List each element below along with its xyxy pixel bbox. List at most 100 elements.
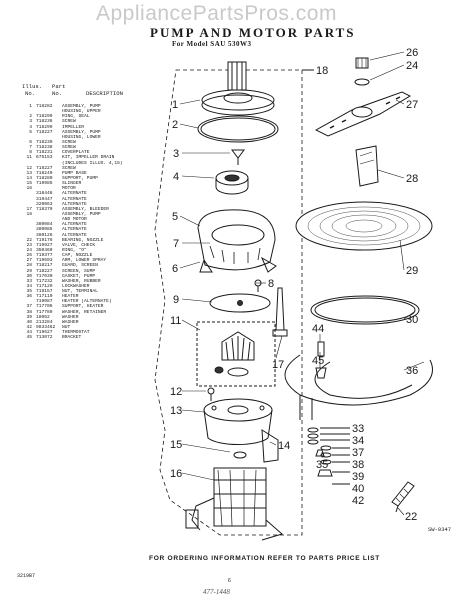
callout-11: 11 — [170, 315, 181, 327]
illus-number: 14 — [26, 175, 32, 181]
callout-22: 22 — [405, 511, 417, 523]
screw-12 — [207, 387, 215, 401]
callout-29: 29 — [406, 265, 418, 277]
callout-42: 42 — [352, 495, 364, 507]
parts-row: HOUSING, LOWER — [22, 135, 147, 140]
assembly-outline — [154, 69, 303, 536]
illus-number: 40 — [26, 319, 32, 325]
callout-3: 3 — [173, 148, 179, 160]
part-number: 718227 — [36, 129, 53, 135]
part-description: HOUSING, UPPER — [62, 109, 101, 115]
callout-2: 2 — [172, 119, 178, 131]
illus-number: 13 — [26, 170, 32, 176]
part-number: 717030 — [36, 273, 53, 279]
page-subtitle: For Model SAU 530W3 — [172, 40, 252, 48]
part-description: SCREW — [62, 119, 76, 125]
parts-row: 318448 ALTERNATE — [22, 191, 147, 196]
illus-number: 22 — [26, 237, 32, 243]
part-number: 719927 — [36, 242, 53, 248]
part-number: 718227 — [36, 268, 53, 274]
part-description: CAP, NOZZLE — [62, 253, 93, 259]
part-description: GASKET, PUMP — [62, 273, 96, 279]
callout-9: 9 — [173, 294, 179, 306]
part-number: 319447 — [36, 196, 53, 202]
motor — [185, 467, 284, 541]
seal-ring — [197, 115, 279, 143]
terminal-nut — [315, 449, 325, 457]
drawing-code: SW-0347 — [428, 526, 452, 533]
impeller-kit-box — [196, 321, 276, 387]
parts-row: HOUSING, UPPER — [22, 109, 147, 114]
page-title: PUMP AND MOTOR PARTS — [150, 25, 356, 40]
part-description: BEARING, NOZZLE — [62, 237, 104, 243]
part-number: 718379 — [36, 206, 53, 212]
part-description: SUPPORT, PUMP — [62, 175, 98, 181]
illus-number: 36 — [26, 294, 32, 300]
part-description: ALTERNATE — [62, 232, 87, 238]
part-description: SCREEN, SUMP — [62, 268, 96, 274]
part-description: WASHER, RETAINER — [62, 309, 107, 315]
illus-number: 29 — [26, 268, 32, 274]
part-description: AND MOTOR — [62, 217, 87, 223]
callout-36: 36 — [406, 365, 418, 377]
illus-number: 4 — [29, 124, 32, 130]
illus-number: 24 — [26, 247, 32, 253]
page-number: 6 — [228, 578, 231, 584]
callout-45: 45 — [312, 355, 324, 367]
parts-row: (INCLUDES ILLUS. 4,15) — [22, 161, 147, 166]
callout-16: 16 — [170, 468, 182, 480]
drain-impeller — [214, 331, 255, 377]
illus-number: 23 — [26, 242, 32, 248]
part-description: SUPPORT, HEATER — [62, 304, 104, 310]
illus-number: 3 — [29, 119, 32, 125]
part-description: SCREW — [62, 139, 76, 145]
illus-number: 6 — [29, 139, 32, 145]
part-number: 717706 — [36, 304, 53, 310]
callout-7: 7 — [173, 238, 179, 250]
pump-base — [203, 398, 273, 445]
header-illus: Illus. — [22, 83, 43, 90]
parts-row: AND MOTOR — [22, 217, 147, 222]
illus-number: 12 — [26, 165, 32, 171]
illus-number: 42 — [26, 325, 32, 331]
part-number: 9833462 — [36, 325, 56, 331]
impeller — [215, 170, 249, 195]
part-number: 718231 — [36, 150, 53, 156]
part-description: MOTOR — [62, 186, 76, 192]
illus-number: 7 — [29, 145, 32, 151]
lower-housing — [197, 209, 277, 273]
part-description: COVERPLATE — [62, 150, 90, 156]
illus-number: 5 — [29, 129, 32, 135]
handwritten-note: 477-1448 — [203, 588, 230, 596]
callout-4: 4 — [173, 171, 179, 183]
part-description: IMPELLER — [62, 124, 85, 130]
part-description: ALTERNATE — [62, 191, 87, 197]
part-number: 717129 — [36, 283, 53, 289]
part-description: PUMP BASE — [62, 170, 87, 176]
callout-34: 34 — [352, 435, 364, 447]
part-number: 318448 — [36, 191, 53, 197]
callout-1: 1 — [172, 99, 178, 111]
part-description: (INCLUDES ILLUS. 4,15) — [62, 160, 123, 166]
watermark: AppliancePartsPros.com — [96, 2, 337, 25]
illus-number: 34 — [26, 283, 32, 289]
callout-30: 30 — [406, 314, 418, 326]
screen-guard — [355, 145, 379, 187]
illus-number: 27 — [26, 258, 32, 264]
illus-number: 17 — [26, 206, 32, 212]
illus-number: 38 — [26, 309, 32, 315]
part-description: NUT — [62, 325, 71, 331]
